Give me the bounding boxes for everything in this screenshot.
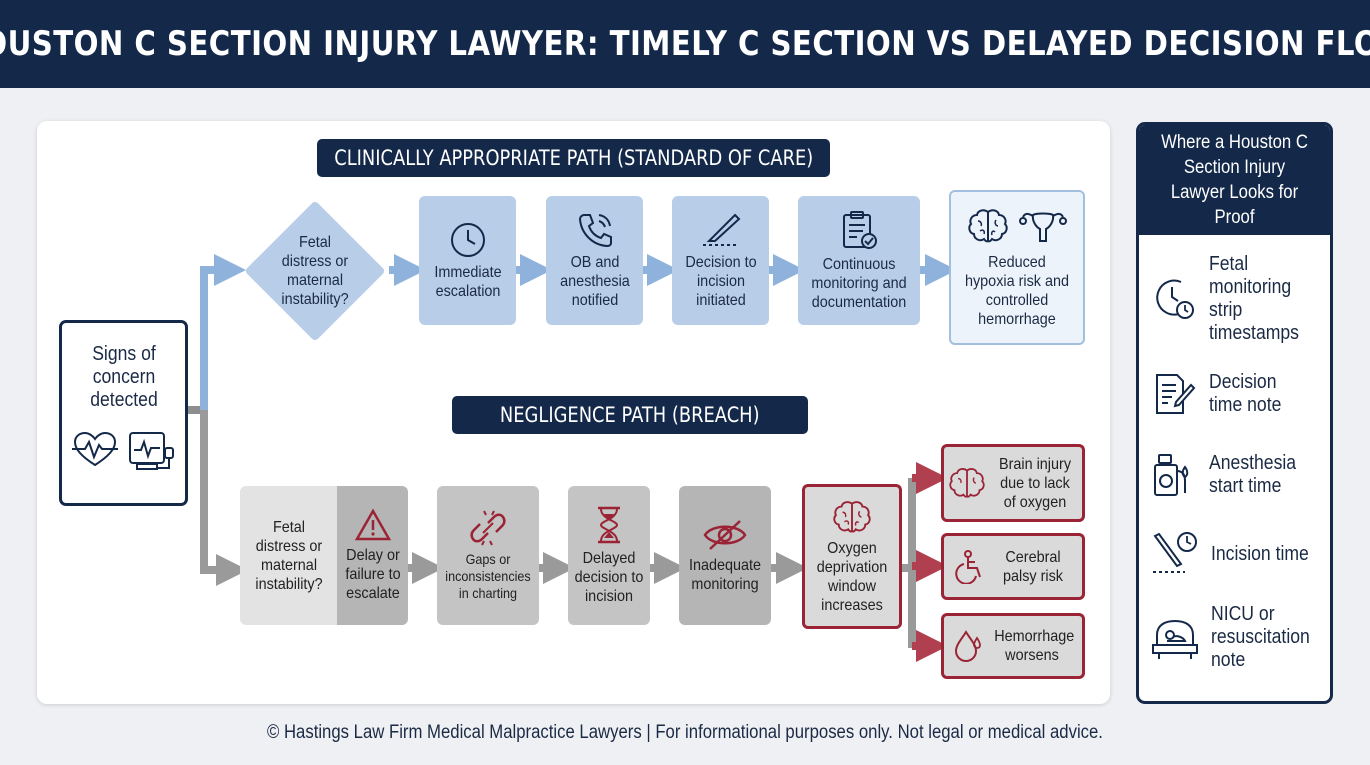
anesthesia-machine-icon [1154, 454, 1189, 496]
broken-chain-icon [470, 510, 506, 546]
signs-of-concern-label: Signs of concern detected [89, 343, 158, 411]
appropriate-decision-diamond: Fetal distress or maternal instability? [241, 196, 389, 346]
warning-icon [354, 508, 391, 541]
negligence-decision: Fetal distress or maternal instability? [240, 486, 337, 625]
negligence-step-inadequate-monitoring: Inadequate monitoring [679, 486, 771, 625]
hourglass-icon [598, 506, 620, 544]
incubator-icon [1152, 619, 1198, 659]
negligence-outcome-brain-injury: Brain injury due to lack of oxygen [941, 444, 1085, 522]
appropriate-step-monitoring: Continuous monitoring and documentation [798, 196, 920, 325]
scalpel-clock-icon [1153, 532, 1197, 573]
title-banner: HOUSTON C SECTION INJURY LAWYER: TIMELY … [0, 0, 1370, 88]
appropriate-step-notified: OB and anesthesia notified [546, 196, 643, 325]
negligence-outcome-cerebral-palsy: Cerebral palsy risk [941, 533, 1085, 600]
proof-item-incision-time: Incision time [1151, 530, 1330, 578]
proof-item-decision-time: Decision time note [1151, 371, 1330, 417]
negligence-step-oxygen-deprivation: Oxygen deprivation window increases [802, 484, 902, 629]
footer-disclaimer: © Hastings Law Firm Medical Malpractice … [267, 722, 1103, 743]
negligence-step-charting: Gaps or inconsistencies in charting [437, 486, 539, 625]
page-title: HOUSTON C SECTION INJURY LAWYER: TIMELY … [0, 24, 1370, 64]
negligence-step-delayed-decision: Delayed decision to incision [568, 486, 650, 625]
appropriate-decision-label: Fetal distress or maternal instability? [281, 234, 349, 308]
wheelchair-icon [955, 549, 981, 584]
fetal-monitor-icon [128, 432, 174, 470]
appropriate-step-escalation: Immediate escalation [419, 196, 516, 325]
scalpel-icon [702, 213, 740, 246]
negligence-path-label: NEGLIGENCE PATH (BREACH) [452, 396, 808, 434]
clock-timestamp-icon [1156, 279, 1194, 319]
clipboard-check-icon [843, 211, 877, 249]
clock-icon [450, 222, 485, 257]
proof-item-anesthesia-start: Anesthesia start time [1151, 451, 1330, 499]
appropriate-path-label: CLINICALLY APPROPRIATE PATH (STANDARD OF… [317, 139, 830, 177]
proof-panel-title: Where a Houston C Section Injury Lawyer … [1161, 132, 1308, 228]
proof-item-monitoring-strip: Fetal monitoring strip timestamps [1151, 253, 1330, 345]
uterus-icon [1019, 212, 1067, 242]
blood-drop-icon [954, 630, 981, 663]
proof-item-nicu-note: NICU or resuscitation note [1151, 603, 1330, 672]
signs-of-concern-box: Signs of concern detected [59, 320, 188, 506]
heartbeat-icon [71, 431, 118, 467]
document-pen-icon [1156, 374, 1196, 414]
brain-icon [968, 208, 1008, 242]
proof-panel-header: Where a Houston C Section Injury Lawyer … [1139, 125, 1330, 235]
appropriate-step-decision-to-incision: Decision to incision initiated [672, 196, 769, 325]
eye-slash-icon [703, 519, 747, 550]
proof-panel: Where a Houston C Section Injury Lawyer … [1136, 122, 1333, 704]
negligence-outcome-hemorrhage: Hemorrhage worsens [941, 613, 1085, 679]
brain-icon [833, 500, 871, 533]
phone-icon [578, 214, 612, 248]
brain-icon [949, 468, 985, 498]
appropriate-outcome: Reduced hypoxia risk and controlled hemo… [949, 190, 1085, 345]
negligence-step-delay: Delay or failure to escalate [337, 486, 408, 625]
